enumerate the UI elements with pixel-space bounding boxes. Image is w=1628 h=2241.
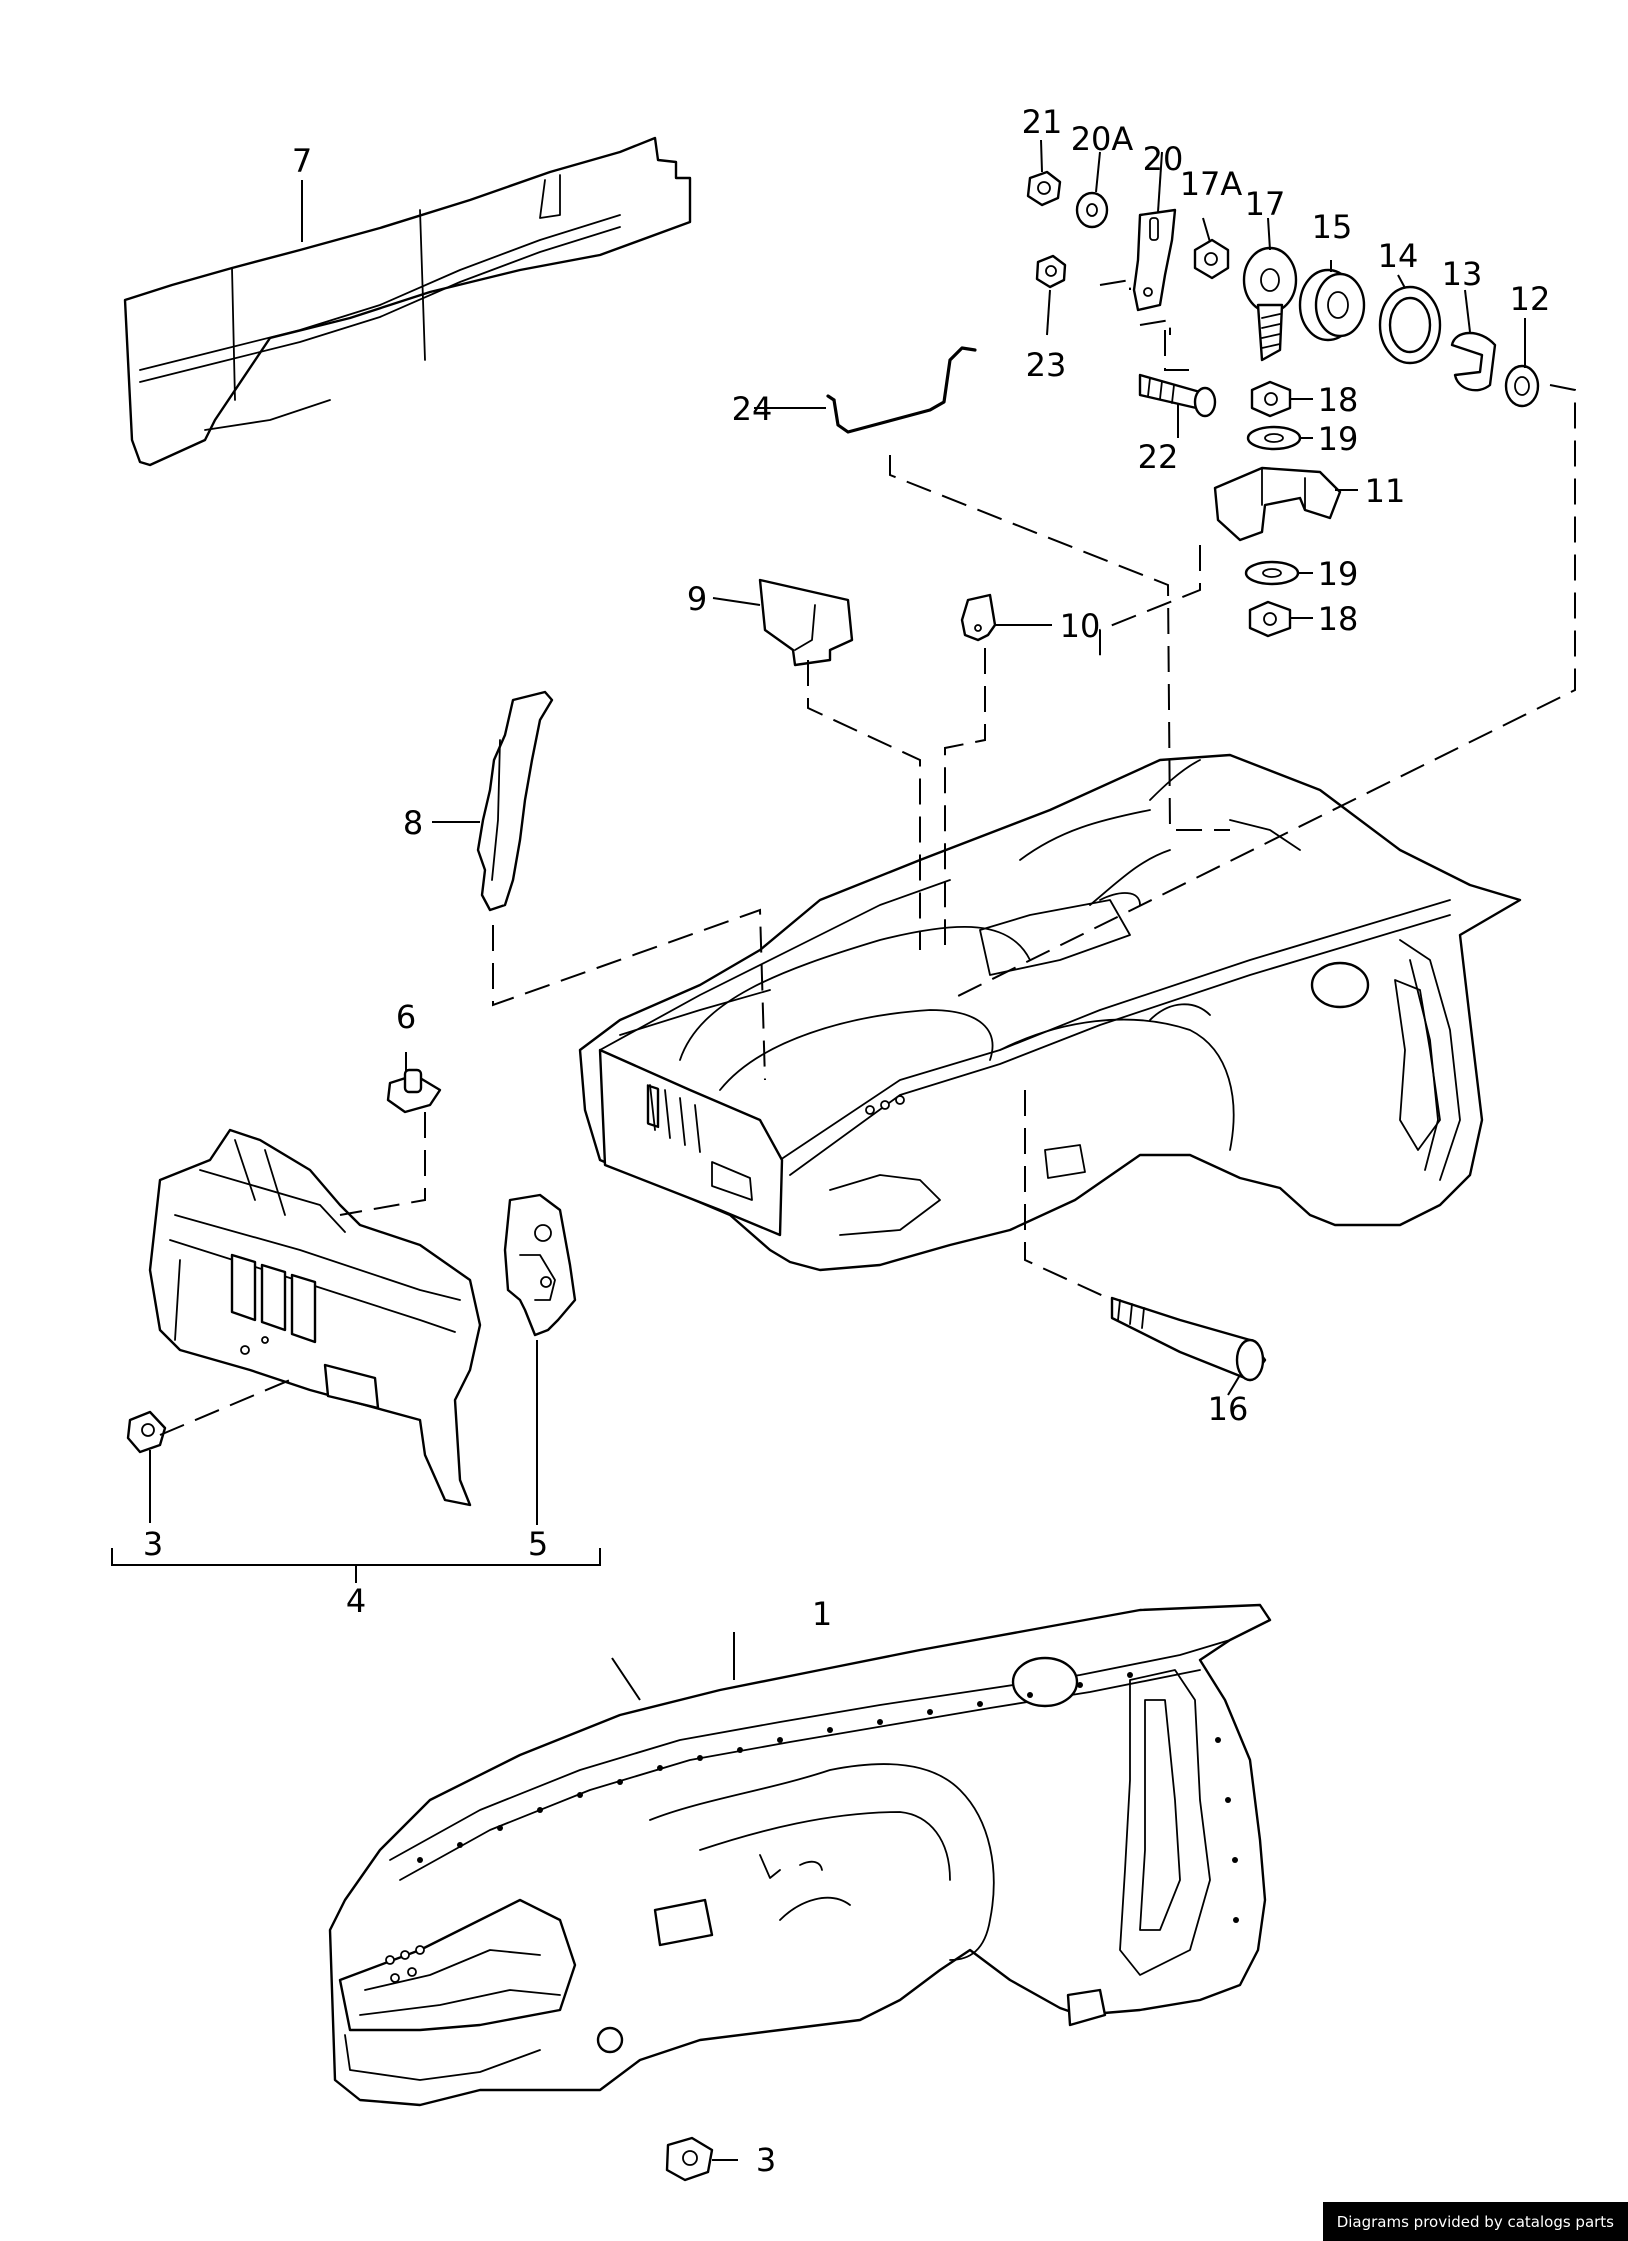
part-19-washer-top: [1246, 425, 1302, 451]
part-17-rod-end: [1242, 246, 1298, 362]
label-part-21: 21: [1022, 103, 1063, 141]
part-15-bushing: [1298, 268, 1366, 342]
label-part-5: 5: [528, 1525, 548, 1563]
label-part-3b: 3: [756, 2141, 776, 2179]
leader-lines: [111, 139, 1526, 2161]
label-part-9: 9: [687, 580, 707, 618]
part-5-bracket: [503, 1193, 577, 1337]
label-part-15: 15: [1312, 208, 1353, 246]
label-part-23: 23: [1026, 346, 1067, 384]
part-11-u-bracket: [1213, 466, 1342, 542]
label-part-17a: 17A: [1180, 165, 1243, 203]
callout-labels: 7 1 3 3 4 5 6 8 9 10 11 12 13 14 15 16 1…: [143, 103, 1551, 2179]
part-10-bracket: [960, 593, 997, 642]
part-18-nut-top: [1250, 380, 1292, 418]
part-13-clamp: [1450, 331, 1497, 392]
label-part-24: 24: [732, 390, 773, 428]
front-body-shell: [578, 753, 1522, 1272]
part-20a-washer: [1075, 191, 1109, 229]
label-part-20a: 20A: [1071, 120, 1134, 158]
label-part-4: 4: [346, 1582, 366, 1620]
label-part-10: 10: [1060, 607, 1101, 645]
part-1-flange-holes: [385, 1672, 1239, 1983]
label-part-6: 6: [396, 998, 416, 1036]
label-part-18a: 18: [1318, 381, 1359, 419]
part-21-nut: [1026, 170, 1062, 207]
label-part-14: 14: [1378, 237, 1419, 275]
label-part-20: 20: [1143, 140, 1184, 178]
small-hardware-group: [1026, 170, 1540, 638]
part-4-front-panel-assembly: [148, 1128, 482, 1507]
part-7-reinforcement-panel: [123, 136, 692, 467]
part-1-side-panel: [328, 1603, 1272, 2107]
part-8-side-plate: [476, 690, 554, 912]
reference-lines: [159, 278, 1576, 1436]
part-16-bolt: [1110, 1296, 1267, 1382]
part-22-bolt: [1138, 373, 1217, 418]
label-part-18b: 18: [1318, 600, 1359, 638]
part-3-nut-upper: [126, 1410, 167, 1454]
part-9-bracket: [758, 578, 854, 667]
part-19-washer-bottom: [1244, 560, 1300, 586]
label-part-12: 12: [1510, 280, 1551, 318]
label-part-3a: 3: [143, 1525, 163, 1563]
part-12-ring: [1504, 364, 1540, 408]
label-part-8: 8: [403, 804, 423, 842]
part-23-nut: [1035, 254, 1067, 289]
label-part-17: 17: [1245, 185, 1286, 223]
part-20-plate: [1132, 208, 1177, 312]
label-part-1: 1: [812, 1595, 832, 1633]
part-14-ring: [1378, 285, 1442, 365]
label-part-19a: 19: [1318, 420, 1359, 458]
label-part-13: 13: [1442, 255, 1483, 293]
part-6-fastener: [386, 1068, 442, 1114]
label-part-16: 16: [1208, 1390, 1249, 1428]
diagram-credit-badge: Diagrams provided by catalogs parts: [1322, 2202, 1628, 2241]
part-3-nut-lower: [665, 2136, 714, 2182]
label-part-22: 22: [1138, 438, 1179, 476]
label-part-11: 11: [1365, 472, 1406, 510]
label-part-7: 7: [292, 142, 312, 180]
part-18-nut-bottom: [1248, 600, 1292, 638]
label-part-19b: 19: [1318, 555, 1359, 593]
part-17a-nut: [1193, 238, 1230, 280]
part-24-wire-bracket: [826, 346, 977, 434]
